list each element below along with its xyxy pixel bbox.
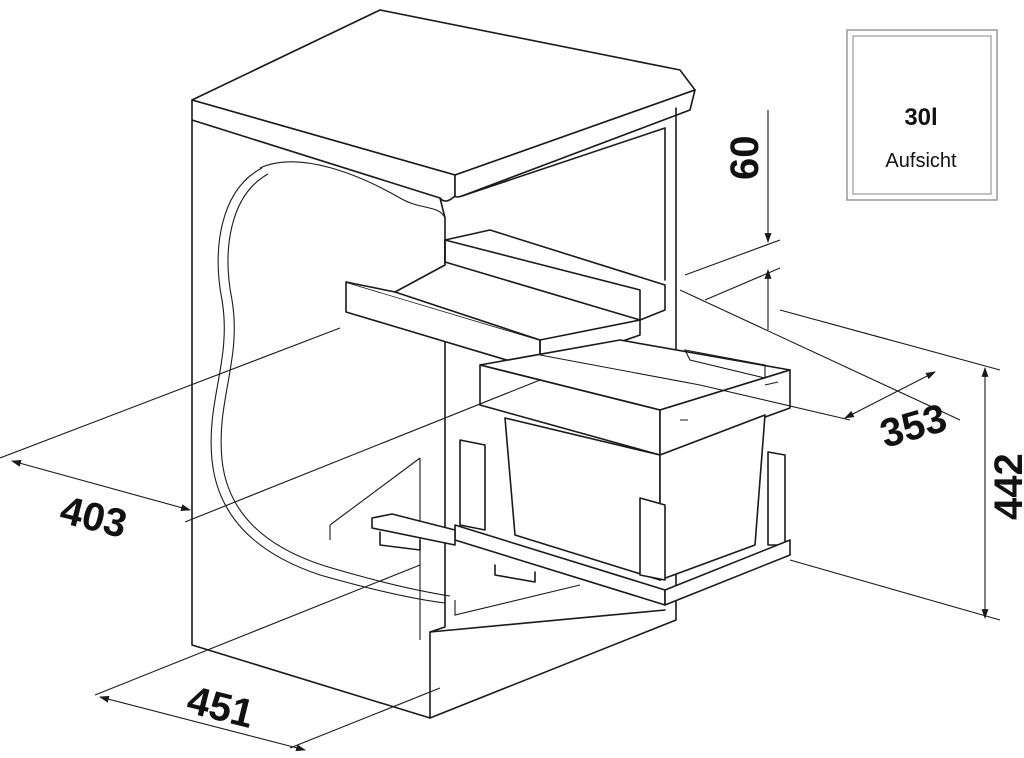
dim-label-403: 403 [56,488,131,547]
dim-label-60: 60 [723,136,767,181]
cabinet-front-panel [191,119,446,719]
legend-box: 30l Aufsicht [846,29,998,201]
waste-bin [371,339,791,606]
upper-tray [345,229,666,371]
dim-label-451: 451 [183,678,258,737]
cabinet [191,9,696,719]
legend-view: Aufsicht [885,150,957,172]
countertop-edge [454,89,696,198]
countertop-top [191,9,696,176]
dimension-353 [679,289,1001,421]
legend-capacity: 30l [904,104,937,131]
dim-label-442: 442 [987,453,1024,520]
dimension-442 [789,367,1001,621]
dimension-451 [94,564,441,752]
dimension-403 [0,327,541,523]
water-hose [210,161,446,604]
dimension-60 [684,110,781,330]
dim-label-353: 353 [875,396,951,457]
cabinet-back-panel [439,197,446,219]
